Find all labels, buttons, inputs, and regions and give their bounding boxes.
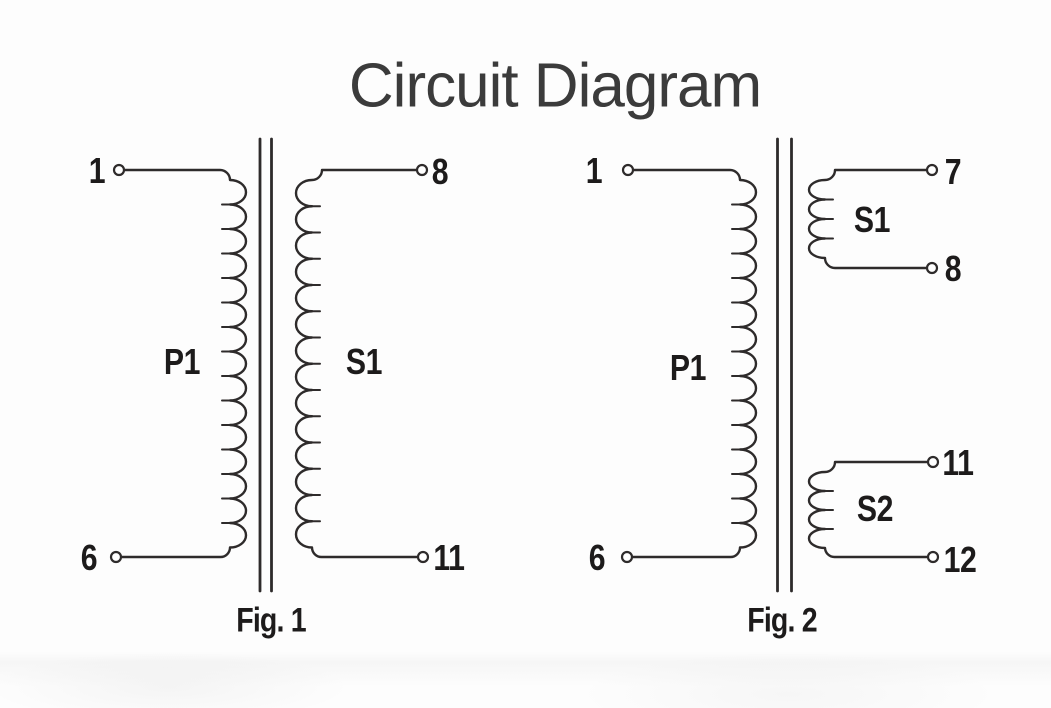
fig2-terminal-11-label: 11: [942, 442, 974, 483]
fig2-primary-winding-label: P1: [669, 347, 707, 388]
fig1-core-lines: [258, 137, 273, 593]
fig2-terminal-7-label: 7: [944, 151, 962, 192]
fig2-primary-winding-loop-ticks: [731, 203, 741, 524]
fig2-terminal-11-node: [926, 455, 940, 469]
fig1-terminal-11-label: 11: [433, 537, 465, 578]
fig2-core-lines: [776, 137, 793, 593]
page-title: Circuit Diagram: [348, 51, 762, 121]
fig2-s1-winding-label: S1: [853, 199, 891, 240]
fig2-primary-winding: [631, 168, 758, 559]
fig1-secondary-winding-label: S1: [345, 341, 383, 382]
fig2-terminal-12-node: [926, 550, 940, 564]
fig1-terminal-8-label: 8: [431, 151, 449, 192]
fig2-s1-winding-loop-ticks: [824, 198, 834, 240]
fig1-secondary-winding-loop-ticks: [311, 205, 321, 523]
fig1-primary-winding-loop-ticks: [221, 203, 231, 524]
fig2-terminal-8-label: 8: [944, 248, 962, 289]
fig2-terminal-6-label: 6: [588, 537, 606, 578]
fig1-terminal-1-label: 1: [88, 150, 106, 191]
fig2-terminal-12-label: 12: [943, 539, 977, 580]
fig1-primary-winding: [120, 168, 248, 559]
fig2-s2-winding-loop-ticks: [824, 490, 834, 530]
fig2-caption: Fig. 2: [747, 601, 817, 640]
fig1-terminal-8-node: [415, 163, 429, 177]
fig1-terminal-6-label: 6: [80, 537, 98, 578]
fig2-s2-winding-label: S2: [856, 488, 894, 529]
fig2-terminal-6-node: [620, 550, 634, 564]
fig2-terminal-7-node: [925, 163, 939, 177]
fig1-caption: Fig. 1: [236, 601, 306, 640]
fig2-terminal-8-node: [925, 261, 939, 275]
fig1-terminal-1-node: [112, 163, 126, 177]
fig2-terminal-1-node: [621, 163, 635, 177]
fig1-terminal-11-node: [416, 550, 430, 564]
fig2-terminal-1-label: 1: [585, 150, 603, 191]
fig1-terminal-6-node: [109, 550, 123, 564]
fig1-primary-winding-label: P1: [163, 341, 201, 382]
